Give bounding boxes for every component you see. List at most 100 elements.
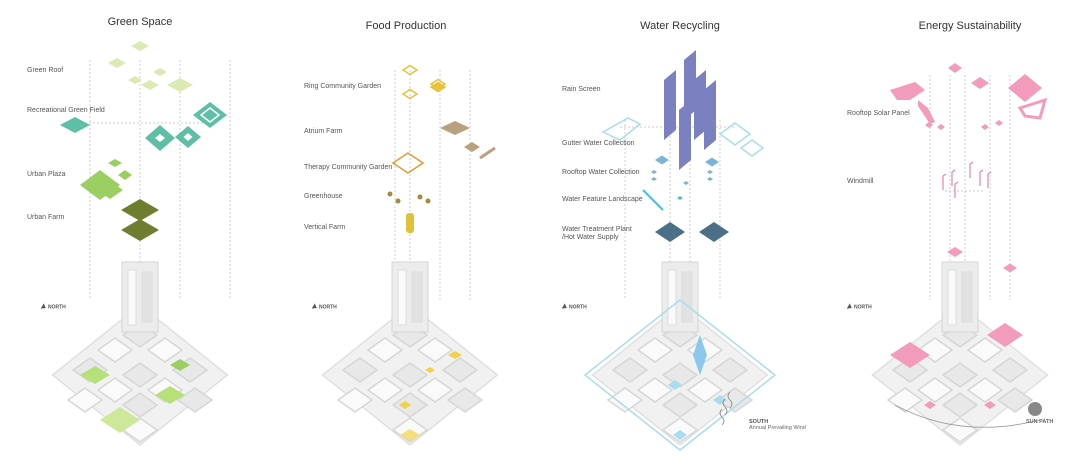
shape bbox=[131, 41, 149, 51]
building-block bbox=[686, 377, 724, 403]
panel-title-green-space: Green Space bbox=[107, 16, 173, 28]
building-block bbox=[716, 387, 754, 413]
north-indicator: NORTH bbox=[561, 303, 587, 311]
building-block bbox=[636, 337, 674, 363]
building-block bbox=[611, 357, 649, 383]
water-feature bbox=[642, 189, 664, 211]
building-block bbox=[991, 357, 1029, 383]
shape bbox=[440, 121, 470, 135]
shape bbox=[705, 157, 719, 167]
label-recreational-green-field: Recreational Green Field bbox=[27, 107, 105, 114]
shape bbox=[707, 170, 713, 174]
shape bbox=[937, 124, 945, 130]
shape bbox=[1008, 74, 1042, 102]
accent-area bbox=[668, 380, 682, 390]
building-block bbox=[966, 377, 1004, 403]
sun-icon bbox=[1028, 402, 1042, 416]
solar-panel bbox=[890, 82, 925, 100]
tower bbox=[661, 261, 699, 333]
vertical-farm bbox=[406, 213, 414, 233]
building-block bbox=[996, 387, 1034, 413]
shape bbox=[401, 64, 419, 76]
accent-area bbox=[448, 351, 462, 359]
shape bbox=[971, 77, 989, 89]
north-label: NORTH bbox=[854, 304, 872, 311]
shape bbox=[141, 80, 159, 90]
north-arrow-icon bbox=[40, 303, 48, 311]
building-block bbox=[336, 387, 374, 413]
windmill-icon bbox=[951, 169, 956, 173]
panel-title-food-production: Food Production bbox=[365, 20, 447, 32]
building-block bbox=[366, 377, 404, 403]
tower-facade bbox=[667, 269, 677, 326]
label-gutter-water-collection: Gutter Water Collection bbox=[562, 140, 635, 147]
tower-facade bbox=[411, 271, 423, 323]
accent-area bbox=[984, 401, 996, 409]
shape bbox=[199, 107, 221, 123]
shape bbox=[651, 177, 657, 181]
rain-screen-panel bbox=[704, 80, 716, 150]
shape bbox=[677, 196, 683, 200]
shape bbox=[925, 122, 933, 128]
label-rooftop-solar-panel: Rooftop Solar Panel bbox=[847, 110, 910, 117]
shape bbox=[1003, 263, 1017, 273]
wind-icon bbox=[727, 391, 733, 409]
shape bbox=[97, 181, 123, 199]
shape bbox=[121, 219, 159, 241]
panel-title-energy-sustainability: Energy Sustainability bbox=[918, 20, 1022, 32]
shape bbox=[707, 177, 713, 181]
label-water-treatment-plant: Water Treatment Plant bbox=[562, 226, 632, 233]
shape bbox=[429, 78, 447, 90]
label-therapy-community-garden: Therapy Community Garden bbox=[304, 164, 393, 171]
windmill-icon bbox=[979, 169, 984, 173]
sun-path-label: SUN PATH bbox=[1026, 419, 1054, 425]
rain-screen-panel bbox=[679, 100, 691, 170]
north-indicator: NORTH bbox=[40, 303, 66, 311]
building-block bbox=[66, 387, 104, 413]
building-block bbox=[416, 377, 454, 403]
accent-area bbox=[713, 395, 727, 405]
shape bbox=[947, 247, 963, 257]
accent-area bbox=[924, 401, 936, 409]
building-block bbox=[366, 337, 404, 363]
shape bbox=[153, 68, 167, 76]
rain-screen-panel bbox=[684, 50, 696, 120]
label-green-roof: Green Roof bbox=[27, 67, 64, 74]
accent-area bbox=[400, 429, 420, 441]
north-label: NORTH bbox=[569, 304, 587, 311]
shape bbox=[108, 58, 126, 68]
accent-area bbox=[100, 407, 140, 433]
shape bbox=[108, 159, 122, 167]
building-block bbox=[96, 377, 134, 403]
tower-facade bbox=[141, 271, 153, 323]
building-block bbox=[121, 392, 159, 418]
north-indicator: NORTH bbox=[846, 303, 872, 311]
north-arrow-icon bbox=[311, 303, 319, 311]
building-block bbox=[441, 357, 479, 383]
gutter-outline bbox=[601, 117, 642, 141]
building-block bbox=[176, 387, 214, 413]
sun-path-arc bbox=[894, 404, 1041, 428]
label-hot-water-supply: /Hot Water Supply bbox=[562, 234, 619, 241]
shape bbox=[464, 142, 480, 152]
building-block bbox=[121, 362, 159, 388]
shape bbox=[699, 222, 729, 242]
tower-facade bbox=[127, 269, 137, 326]
accent-area bbox=[890, 342, 930, 368]
wind-icon bbox=[722, 398, 728, 416]
solar-panel bbox=[918, 100, 935, 124]
tower bbox=[121, 261, 159, 333]
label-water-feature-landscape: Water Feature Landscape bbox=[562, 196, 643, 203]
building-block bbox=[96, 337, 134, 363]
accent-area bbox=[425, 367, 435, 373]
accent-area bbox=[399, 401, 411, 409]
rain-screen-panel bbox=[694, 70, 706, 140]
building-block bbox=[606, 387, 644, 413]
shape bbox=[651, 170, 657, 174]
building-block bbox=[966, 337, 1004, 363]
tower bbox=[941, 261, 979, 333]
shape bbox=[167, 78, 193, 92]
north-arrow-icon bbox=[561, 303, 569, 311]
